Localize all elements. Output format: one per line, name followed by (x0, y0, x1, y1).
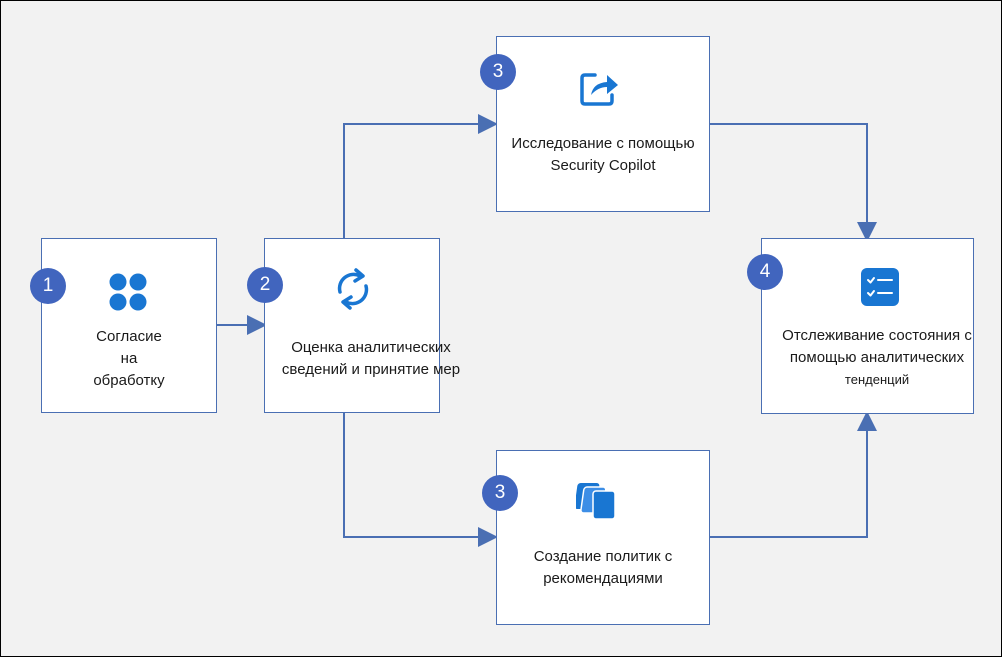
step-3b-label: Создание политик с рекомендациями (498, 546, 708, 590)
arrow-2-to-3a (343, 114, 498, 239)
step-3a-badge: 3 (480, 54, 516, 90)
step-3a-box (496, 36, 710, 212)
arrow-3a-to-4 (709, 123, 877, 242)
step-2-label: Оценка аналитических сведений и принятие… (266, 337, 476, 381)
step-2-badge: 2 (247, 267, 283, 303)
arrow-3b-to-4 (709, 411, 877, 538)
step-1-label-line: на (120, 350, 138, 367)
arrow-2-to-3b (343, 412, 498, 547)
stacked-cards-icon (576, 483, 616, 520)
checklist-icon (861, 268, 899, 306)
step-2-box (264, 238, 440, 413)
four-dots-apps-icon (109, 273, 147, 311)
step-1-label-line: Согласие (96, 328, 162, 345)
share-arrow-icon (580, 73, 618, 106)
step-4-label-line: помощью аналитических (789, 349, 965, 366)
step-4-label: Отслеживание состояния с помощью аналити… (763, 325, 991, 391)
step-2-label-line: Оценка аналитических (291, 339, 451, 356)
step-4-label-line: Отслеживание состояния с (782, 327, 972, 344)
step-3a-label-line: Security Copilot (550, 157, 656, 174)
step-3a-label: Исследование с помощью Security Copilot (498, 133, 708, 177)
step-1-badge: 1 (30, 268, 66, 304)
step-3b-label-line: рекомендациями (543, 570, 663, 587)
step-1-box (41, 238, 217, 413)
step-4-label-line: тенденций (844, 372, 910, 387)
step-4-box (761, 238, 974, 414)
step-3a-label-line: Исследование с помощью (511, 135, 695, 152)
step-2-label-line: сведений и принятие мер (281, 361, 461, 378)
step-1-label-line: обработку (93, 372, 165, 389)
step-3b-label-line: Создание политик с (533, 548, 673, 565)
step-4-badge: 4 (747, 254, 783, 290)
refresh-cycle-icon (337, 268, 369, 310)
step-3b-badge: 3 (482, 475, 518, 511)
step-1-label: Согласие на обработку (61, 326, 197, 392)
step-3b-box (496, 450, 710, 625)
